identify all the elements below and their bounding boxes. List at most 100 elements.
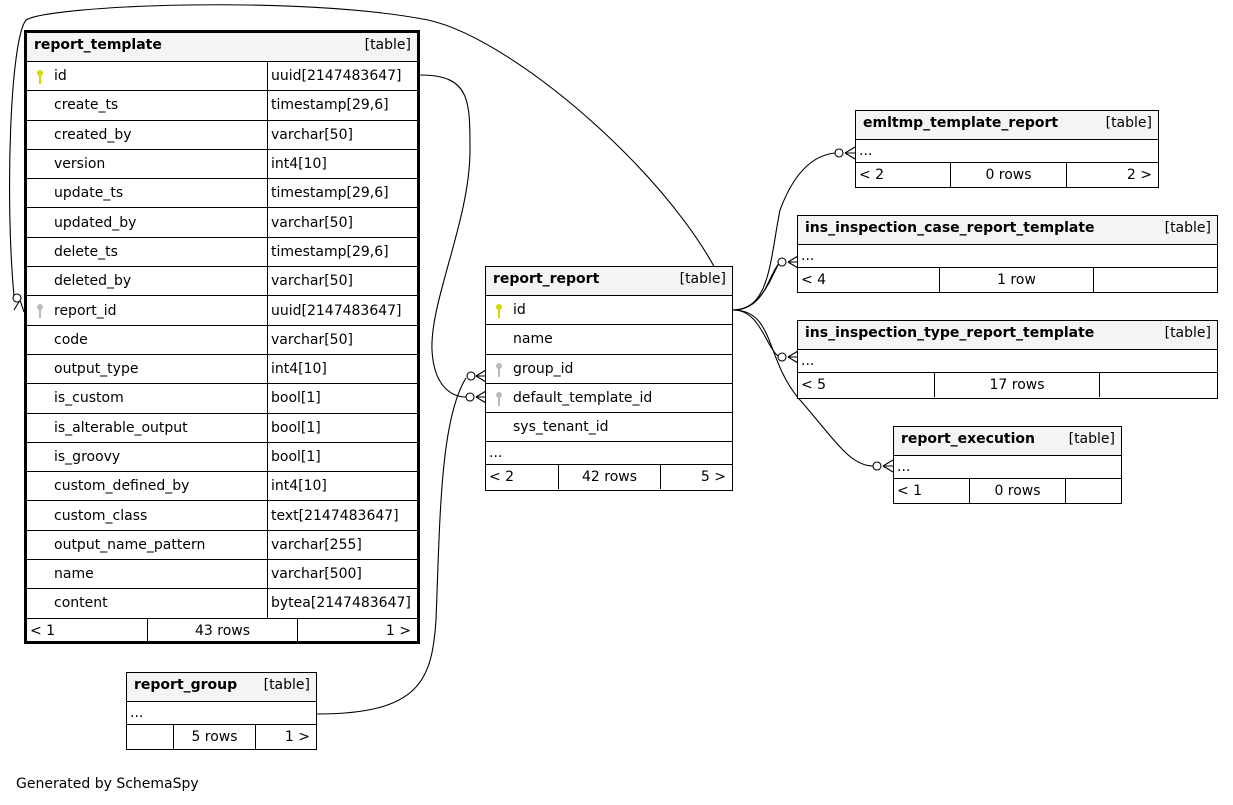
table-header[interactable]: report_execution [table] bbox=[894, 427, 1121, 456]
table-report-execution[interactable]: report_execution [table] ... < 1 0 rows bbox=[893, 426, 1122, 504]
parents-count[interactable]: < 5 bbox=[801, 377, 827, 393]
column-name: content bbox=[54, 595, 108, 612]
table-footer: < 4 1 row bbox=[798, 268, 1217, 292]
column-type: timestamp[29,6] bbox=[267, 179, 417, 208]
table-header[interactable]: emltmp_template_report [table] bbox=[856, 111, 1158, 140]
parents-count[interactable]: < 2 bbox=[489, 469, 515, 486]
column-name-cell: version bbox=[27, 150, 267, 178]
children-count[interactable]: 1 > bbox=[385, 622, 411, 639]
parents-count[interactable]: < 1 bbox=[897, 483, 923, 499]
column-type: bool[1] bbox=[267, 413, 417, 442]
parents-count[interactable]: < 1 bbox=[30, 622, 56, 639]
children-count[interactable] bbox=[1066, 479, 1121, 503]
column-type: varchar[500] bbox=[267, 560, 417, 589]
column-row[interactable]: deleted_by varchar[50] bbox=[27, 267, 417, 297]
column-type: varchar[50] bbox=[267, 267, 417, 296]
column-name: is_custom bbox=[54, 390, 124, 407]
table-ins-inspection-case-report-template[interactable]: ins_inspection_case_report_template [tab… bbox=[797, 215, 1218, 293]
children-count[interactable]: 2 > bbox=[1126, 167, 1152, 183]
column-name: name bbox=[513, 331, 553, 348]
column-row[interactable]: update_ts timestamp[29,6] bbox=[27, 179, 417, 209]
column-name: custom_class bbox=[54, 507, 148, 524]
table-report-group[interactable]: report_group [table] ... 5 rows 1 > bbox=[126, 672, 317, 750]
column-name: is_alterable_output bbox=[54, 419, 188, 436]
table-type: [table] bbox=[1068, 431, 1115, 447]
optional-marker bbox=[465, 392, 475, 402]
parents-count[interactable]: < 2 bbox=[859, 167, 885, 183]
column-row[interactable]: name bbox=[486, 325, 732, 355]
column-name-cell: deleted_by bbox=[27, 267, 267, 295]
column-row[interactable]: is_alterable_output bool[1] bbox=[27, 413, 417, 443]
column-name: deleted_by bbox=[54, 273, 132, 290]
column-row[interactable]: output_type int4[10] bbox=[27, 354, 417, 385]
row-count: 42 rows bbox=[558, 465, 661, 490]
row-count: 0 rows bbox=[950, 163, 1067, 187]
table-type: [table] bbox=[364, 37, 411, 53]
table-header[interactable]: report_template [table] bbox=[27, 33, 417, 62]
table-footer: < 2 42 rows 5 > bbox=[486, 465, 732, 490]
column-name: update_ts bbox=[54, 185, 124, 202]
table-name: ins_inspection_type_report_template bbox=[805, 325, 1095, 341]
column-type: int4[10] bbox=[267, 354, 417, 384]
column-name-cell: custom_class bbox=[27, 501, 267, 529]
table-footer: < 1 43 rows 1 > bbox=[27, 618, 417, 643]
column-name-cell: id bbox=[27, 62, 267, 90]
column-type: varchar[50] bbox=[267, 120, 417, 149]
children-count[interactable] bbox=[1094, 268, 1217, 292]
column-name: output_type bbox=[54, 361, 139, 378]
table-header[interactable]: report_group [table] bbox=[127, 673, 316, 702]
table-emltmp-template-report[interactable]: emltmp_template_report [table] ... < 2 0… bbox=[855, 110, 1159, 188]
column-type: varchar[255] bbox=[267, 530, 417, 560]
column-name-cell: name bbox=[27, 560, 267, 588]
optional-marker bbox=[12, 293, 22, 303]
column-row[interactable]: is_groovy bool[1] bbox=[27, 442, 417, 473]
parents-count[interactable] bbox=[127, 725, 173, 749]
column-row[interactable]: sys_tenant_id bbox=[486, 413, 732, 443]
column-name: is_groovy bbox=[54, 449, 121, 465]
table-ins-inspection-type-report-template[interactable]: ins_inspection_type_report_template [tab… bbox=[797, 320, 1218, 399]
column-name-cell: id bbox=[486, 296, 732, 324]
column-row[interactable]: output_name_pattern varchar[255] bbox=[27, 530, 417, 561]
more-columns: ... bbox=[486, 442, 732, 466]
column-row[interactable]: id bbox=[486, 296, 732, 326]
row-count: 5 rows bbox=[173, 725, 256, 749]
optional-marker bbox=[872, 461, 882, 471]
column-name-cell: created_by bbox=[27, 121, 267, 149]
column-type: bytea[2147483647] bbox=[267, 589, 417, 618]
column-name: updated_by bbox=[54, 214, 137, 231]
parents-count[interactable]: < 4 bbox=[801, 272, 827, 288]
column-name: created_by bbox=[54, 126, 132, 143]
table-header[interactable]: report_report [table] bbox=[486, 267, 732, 296]
column-type: bool[1] bbox=[267, 442, 417, 472]
column-type: int4[10] bbox=[267, 472, 417, 501]
children-count[interactable] bbox=[1100, 373, 1217, 397]
table-header[interactable]: ins_inspection_type_report_template [tab… bbox=[798, 321, 1217, 350]
edge-template-id-to-default-template bbox=[419, 74, 471, 398]
children-count[interactable]: 5 > bbox=[700, 469, 726, 486]
column-row[interactable]: created_by varchar[50] bbox=[27, 120, 417, 150]
column-row[interactable]: default_template_id bbox=[486, 384, 732, 414]
column-name-cell: output_name_pattern bbox=[27, 531, 267, 559]
table-header[interactable]: ins_inspection_case_report_template [tab… bbox=[798, 216, 1217, 245]
column-name-cell: delete_ts bbox=[27, 238, 267, 266]
column-name: output_name_pattern bbox=[54, 536, 206, 553]
column-row[interactable]: content bytea[2147483647] bbox=[27, 589, 417, 619]
children-count[interactable]: 1 > bbox=[284, 729, 310, 745]
column-row[interactable]: group_id bbox=[486, 355, 732, 384]
generated-by-label: Generated by SchemaSpy bbox=[16, 776, 199, 792]
foreign-key-icon bbox=[496, 362, 502, 377]
table-type: [table] bbox=[1164, 220, 1211, 236]
